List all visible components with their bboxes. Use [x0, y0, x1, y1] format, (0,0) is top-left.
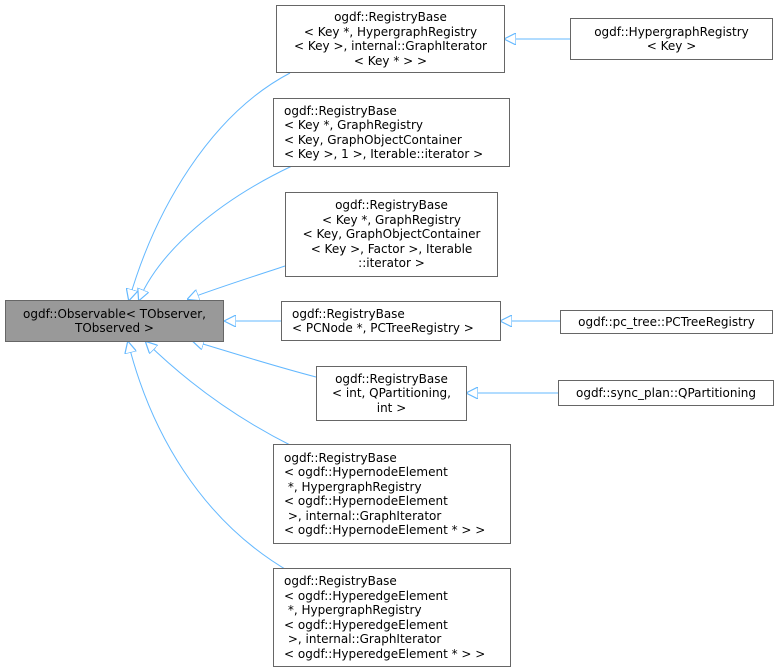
node-label-line: >, internal::GraphIterator [284, 508, 442, 523]
edge-rb-graph-iterable-to-observable [139, 165, 293, 300]
node-label-line: < Key *, GraphRegistry [284, 118, 424, 132]
node-label-line: < Key * > > [353, 53, 428, 68]
node-label-line: *, HypergraphRegistry [284, 479, 422, 494]
edge-rb-graph-factor-to-observable [188, 265, 286, 299]
node-label-line: < Key > [646, 39, 697, 53]
node-label-line: < int, QPartitioning, [332, 386, 451, 401]
node-label-line: < Key, GraphObjectContainer [284, 132, 462, 147]
node-label-line: ogdf::RegistryBase [284, 574, 397, 588]
qpartitioning-node[interactable]: ogdf::sync_plan::QPartitioning [558, 380, 774, 406]
registrybase-hyperedge-element-node[interactable]: ogdf::RegistryBase< ogdf::HyperedgeEleme… [273, 568, 511, 667]
registrybase-graphregistry-factor-node[interactable]: ogdf::RegistryBase< Key *, GraphRegistry… [285, 192, 498, 277]
registrybase-graphregistry-iterable-node[interactable]: ogdf::RegistryBase< Key *, GraphRegistry… [273, 98, 510, 167]
node-label-line: < ogdf::HypernodeElement [284, 465, 448, 479]
node-label-line: ::iterator > [358, 256, 425, 271]
node-label-line: < ogdf::HyperedgeElement * > > [284, 646, 486, 661]
node-label-line: < ogdf::HyperedgeElement [284, 588, 448, 603]
node-label-line: TObserved > [75, 321, 154, 335]
edge-rb-qpartitioning-to-observable [193, 341, 317, 378]
node-label-line: ogdf::RegistryBase [292, 306, 405, 321]
node-label-line: ogdf::RegistryBase [335, 371, 448, 386]
registrybase-hypergraph-node[interactable]: ogdf::RegistryBase< Key *, HypergraphReg… [276, 5, 505, 73]
node-label-line: ogdf::RegistryBase [284, 103, 397, 118]
node-label-line: >, internal::GraphIterator [284, 632, 442, 646]
edge-rb-hypergraph-to-observable [129, 72, 291, 300]
node-label-line: < Key >, 1 >, Iterable::iterator > [284, 147, 484, 161]
registrybase-hypernode-element-node[interactable]: ogdf::RegistryBase< ogdf::HypernodeEleme… [273, 444, 511, 544]
edge-rb-hyperedge-to-observable [128, 342, 291, 573]
registrybase-pcnode-node[interactable]: ogdf::RegistryBase< PCNode *, PCTreeRegi… [281, 301, 501, 341]
node-label-line: < Key >, internal::GraphIterator [294, 39, 487, 53]
node-label-line: < ogdf::HypernodeElement [284, 494, 448, 508]
node-label-line: < ogdf::HypernodeElement * > > [284, 523, 486, 537]
registrybase-qpartitioning-node[interactable]: ogdf::RegistryBase< int, QPartitioning,i… [316, 366, 467, 421]
node-label-line: ogdf::RegistryBase [334, 10, 447, 24]
node-label-line: < PCNode *, PCTreeRegistry > [292, 321, 474, 335]
node-label-line: *, HypergraphRegistry [284, 603, 422, 617]
node-label-line: < Key *, HypergraphRegistry [303, 24, 478, 39]
observable-class-node: ogdf::Observable< TObserver,TObserved > [5, 300, 224, 342]
pctree-registry-node[interactable]: ogdf::pc_tree::PCTreeRegistry [560, 310, 773, 334]
edge-rb-hypernode-to-observable [146, 342, 293, 447]
node-label-line: < ogdf::HyperedgeElement [284, 617, 448, 632]
node-label-line: ogdf::Observable< TObserver, [23, 306, 206, 321]
node-label-line: ogdf::HypergraphRegistry [594, 24, 749, 39]
node-label-line: ogdf::sync_plan::QPartitioning [575, 385, 757, 400]
node-label-line: < Key >, Factor >, Iterable [310, 241, 473, 256]
node-label-line: ogdf::pc_tree::PCTreeRegistry [578, 314, 755, 329]
node-label-line: ogdf::RegistryBase [335, 198, 448, 213]
node-label-line: ogdf::RegistryBase [284, 450, 397, 465]
hypergraph-registry-node[interactable]: ogdf::HypergraphRegistry< Key > [570, 18, 773, 60]
node-label-line: < Key *, GraphRegistry [321, 212, 461, 227]
node-label-line: int > [376, 400, 407, 415]
node-label-line: < Key, GraphObjectContainer [302, 227, 481, 242]
